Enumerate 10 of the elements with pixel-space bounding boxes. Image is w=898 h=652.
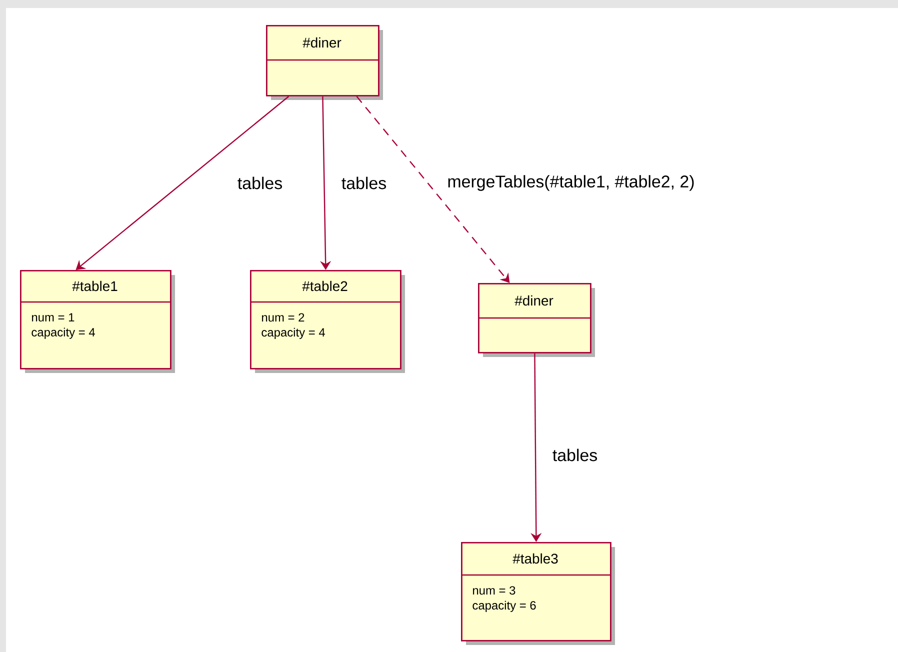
object-box: #table2 num = 2 capacity = 4 xyxy=(250,270,405,373)
edge-label: tables xyxy=(340,176,388,190)
edge-label: mergeTables(#table1, #table2, 2) xyxy=(446,174,696,192)
object-box: #table3 num = 3 capacity = 6 xyxy=(461,542,615,645)
edge-label: tables xyxy=(551,448,599,462)
object-box: #diner xyxy=(266,25,383,100)
arrow xyxy=(356,96,510,283)
object-box: #table1 num = 1 capacity = 4 xyxy=(20,270,175,373)
object-box: #diner xyxy=(478,283,595,357)
edge-label: tables xyxy=(236,176,284,190)
